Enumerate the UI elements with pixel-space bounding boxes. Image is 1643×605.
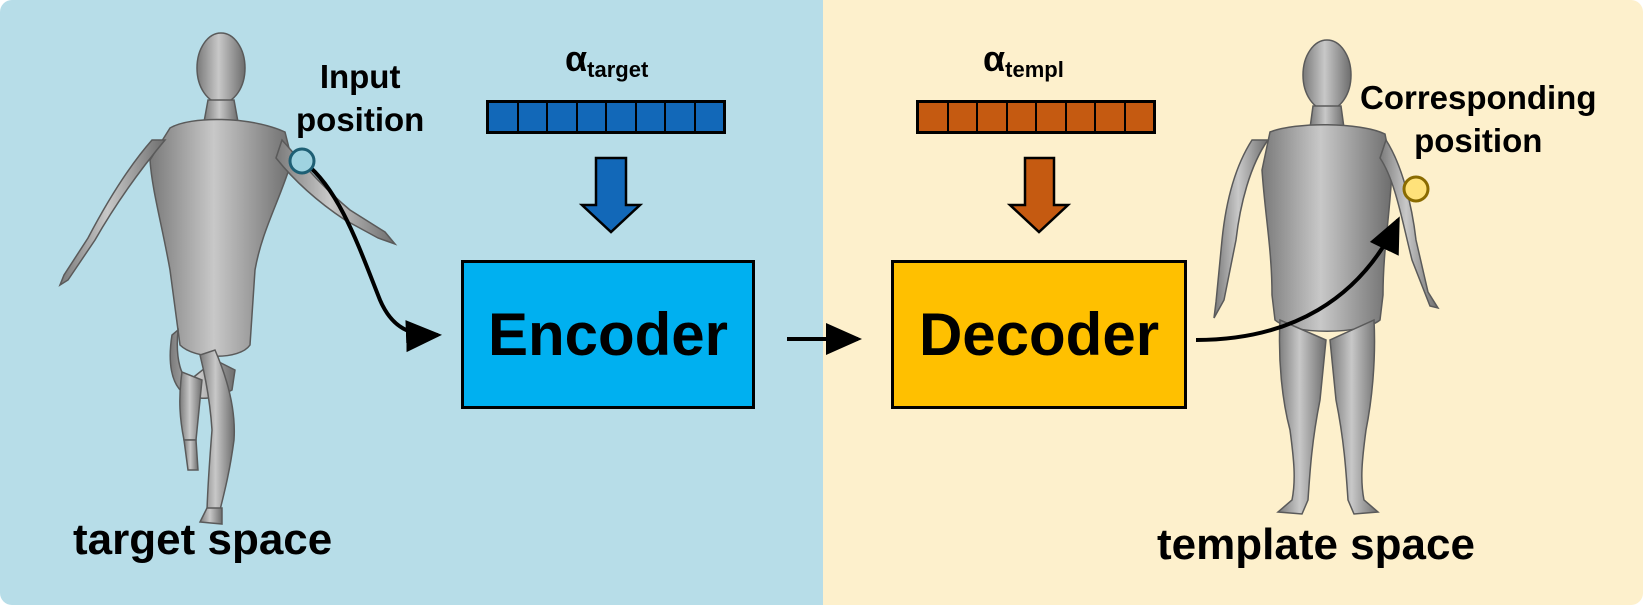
corresponding-position-label-line2: position xyxy=(1414,122,1543,159)
vector-cell xyxy=(546,103,576,131)
corresponding-position-point xyxy=(1402,175,1430,203)
input-position-label-line1: Input xyxy=(319,58,401,95)
templ-latent-down-arrow xyxy=(1006,156,1072,234)
decoder-label: Decoder xyxy=(918,301,1160,368)
target-space-label: target space xyxy=(73,515,333,564)
vector-cell xyxy=(664,103,694,131)
input-position-label-line2: position xyxy=(296,101,425,138)
vector-cell xyxy=(1035,103,1065,131)
input-position-label: Input position xyxy=(296,55,424,141)
vector-cell xyxy=(516,103,547,131)
template-space-label: template space xyxy=(1157,520,1475,569)
target-latent-subscript: target xyxy=(587,57,649,82)
vector-cell xyxy=(976,103,1006,131)
templ-latent-vector xyxy=(916,100,1156,134)
vector-cell xyxy=(1005,103,1036,131)
corresponding-position-label-line1: Corresponding xyxy=(1360,79,1597,116)
input-to-encoder-arrow xyxy=(303,161,442,353)
vector-cell xyxy=(693,103,724,131)
encoder-label: Encoder xyxy=(487,301,729,368)
templ-latent-alpha: α xyxy=(983,38,1006,79)
vector-cell xyxy=(634,103,665,131)
vector-cell xyxy=(1123,103,1154,131)
encoder-box: Encoder xyxy=(461,260,755,409)
vector-cell xyxy=(575,103,606,131)
decoder-box: Decoder xyxy=(891,260,1187,409)
vector-cell xyxy=(946,103,977,131)
corresponding-position-label: Corresponding position xyxy=(1360,76,1597,162)
vector-cell xyxy=(605,103,635,131)
target-latent-symbol: αtarget xyxy=(565,38,648,83)
vector-cell xyxy=(489,103,517,131)
templ-latent-subscript: templ xyxy=(1005,57,1064,82)
template-body-figure xyxy=(1213,39,1440,515)
input-position-point xyxy=(288,147,316,175)
vector-cell xyxy=(1094,103,1124,131)
target-latent-vector xyxy=(486,100,726,134)
target-latent-alpha: α xyxy=(565,38,588,79)
target-latent-down-arrow xyxy=(578,156,644,234)
templ-latent-symbol: αtempl xyxy=(983,38,1064,83)
decoder-to-output-arrow xyxy=(1195,216,1400,342)
vector-cell xyxy=(1064,103,1095,131)
target-body-figure xyxy=(58,32,398,525)
vector-cell xyxy=(919,103,947,131)
